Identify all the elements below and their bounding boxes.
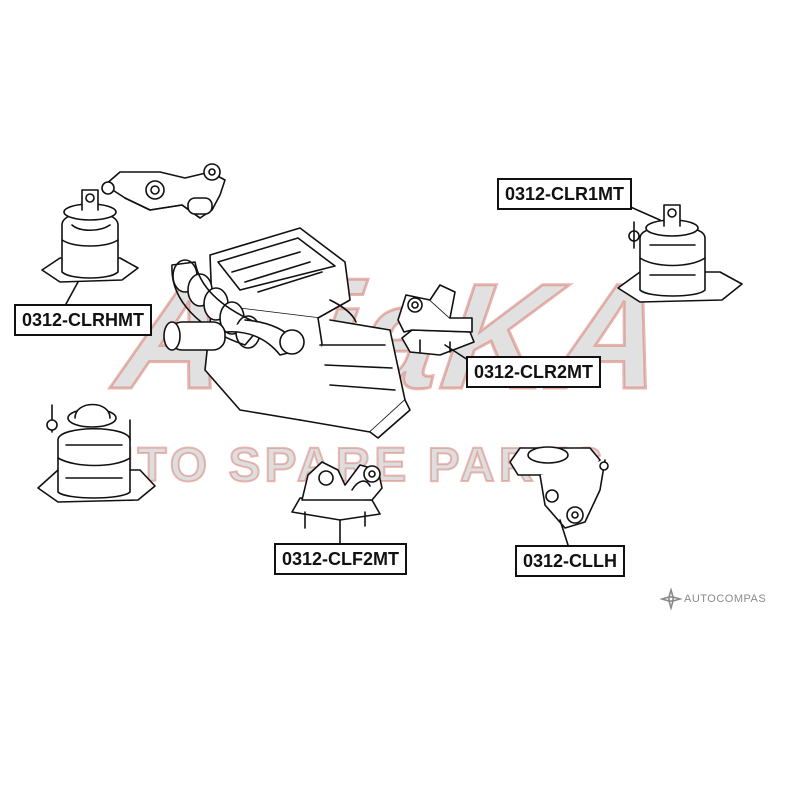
- autocompas-logo-text: AUTOCOMPAS: [684, 593, 767, 605]
- leader-line-clr2mt: [444, 344, 469, 361]
- autocompas-logo: AUTOCOMPAS: [660, 588, 766, 610]
- leader-line-cllh: [559, 519, 569, 546]
- part-label-cllh: 0312-CLLH: [515, 545, 626, 577]
- mount-clrhmt-illustration: [41, 189, 139, 283]
- leader-line-clrhmt: [65, 281, 79, 305]
- part-label-clf2mt: 0312-CLF2MT: [274, 543, 408, 575]
- mount-clf2mt-illustration: [291, 461, 383, 529]
- mount-clr1mt-illustration: [617, 204, 743, 303]
- autocompas-star-icon: [660, 588, 682, 610]
- upper-bracket-illustration: [101, 163, 226, 219]
- part-label-clrhmt: 0312-CLRHMT: [14, 304, 153, 336]
- part-label-clr2mt: 0312-CLR2MT: [466, 356, 602, 388]
- engine-illustration: [163, 227, 411, 439]
- mount-left-lower-illustration: [37, 403, 156, 503]
- mount-clr2mt-illustration: [397, 284, 475, 356]
- mount-cllh-illustration: [509, 446, 609, 529]
- part-label-clr1mt: 0312-CLR1MT: [497, 178, 633, 210]
